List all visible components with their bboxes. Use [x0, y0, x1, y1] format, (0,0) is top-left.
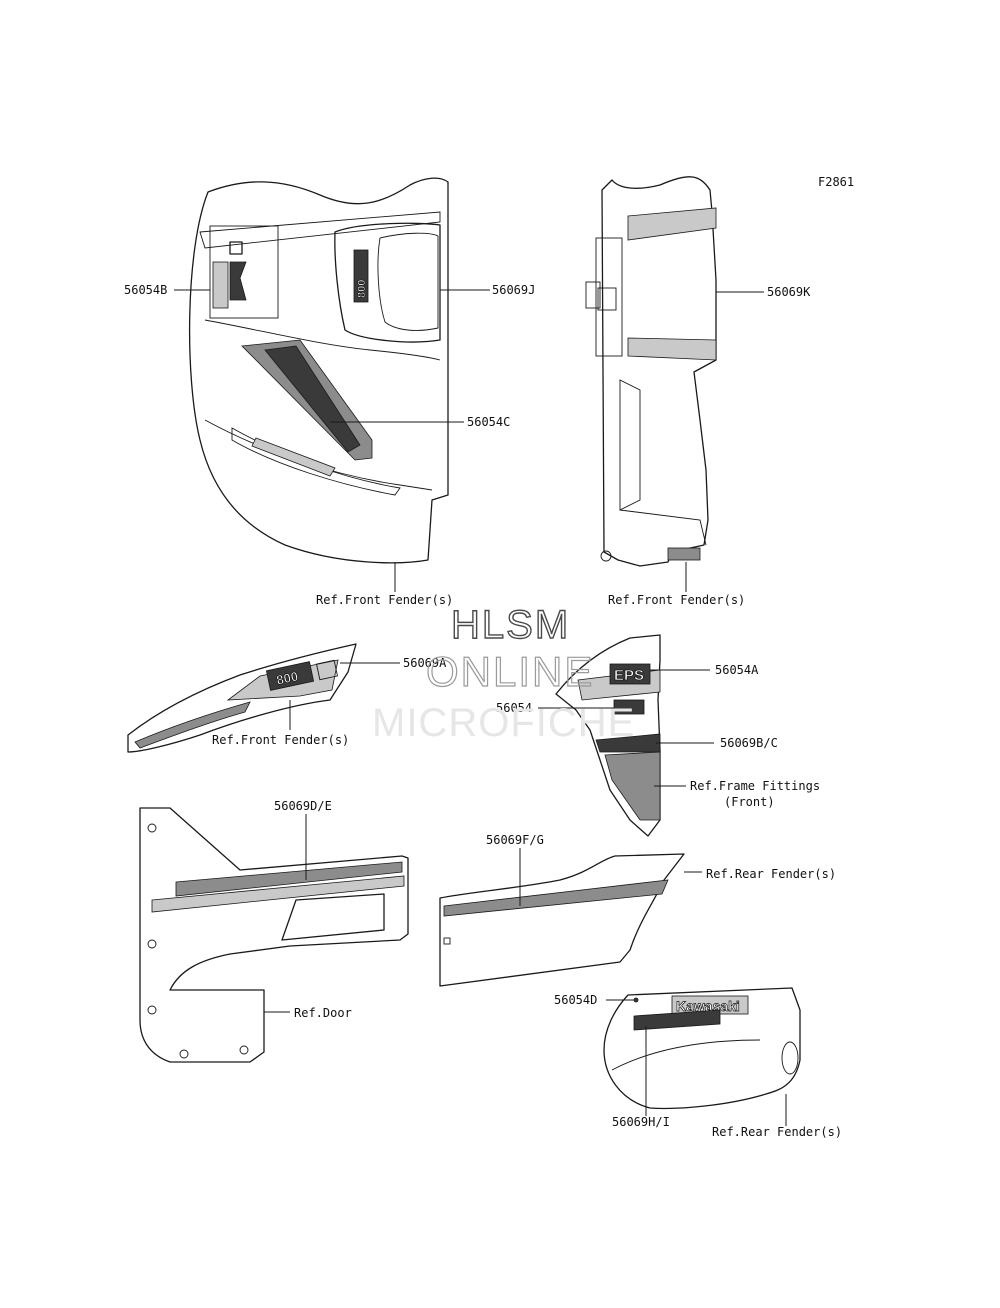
label-ref-front-fender-3: Ref.Front Fender(s) [212, 733, 349, 747]
decal-56054B-logo-strip [212, 261, 229, 309]
decal-56069FG-stripe [443, 879, 669, 917]
front-fender-side-panel [585, 176, 717, 592]
frame-fitting-panel: EPS [555, 634, 661, 837]
fender-lower-crease [204, 419, 433, 491]
leader-56054D-dot [633, 997, 639, 1003]
label-56069J: 56069J [492, 283, 535, 297]
label-ref-rear-fender-1: Ref.Rear Fender(s) [706, 867, 836, 881]
side-fender-lower-edge [619, 509, 707, 546]
rear-fender-panel: Kawasaki [603, 987, 801, 1110]
decal-56069A-number: 800 [275, 669, 299, 688]
fender-vent-inner [251, 437, 336, 477]
decal-56069J-frame [334, 222, 441, 343]
door-bolt-4 [179, 1049, 189, 1059]
front-fender-outline [188, 177, 449, 564]
side-fender-connector [597, 287, 617, 311]
label-56054B: 56054B [124, 283, 167, 297]
label-56069HI: 56069H/I [612, 1115, 670, 1129]
hood-strip-band [134, 701, 251, 749]
decal-56054A-badge [609, 663, 651, 685]
side-fender-rib [619, 379, 641, 511]
decal-56069A-number-block [265, 661, 315, 691]
door-bolt-3 [147, 1005, 157, 1015]
decal-56054B-k-mark [229, 261, 247, 301]
frame-fitting-outline [555, 634, 661, 837]
label-56054D: 56054D [554, 993, 597, 1007]
part-labels: 56054B 56069J 56069K 56054C Ref.Front Fe… [124, 283, 842, 1139]
decal-56069A-tag [315, 659, 339, 681]
front-fender-left-panel: 800 [188, 177, 449, 592]
decal-56069K-top-band [627, 207, 717, 241]
label-56054: 56054 [496, 701, 532, 715]
door-bolt-1 [147, 823, 157, 833]
side-fender-foot [667, 547, 701, 561]
door-panel [139, 807, 409, 1063]
label-ref-frame-fittings: Ref.Frame Fittings [690, 779, 820, 793]
decal-56054D-logo: Kawasaki [676, 998, 740, 1014]
decal-56069J-number-block [353, 249, 369, 303]
hood-strip-panel: 800 [127, 643, 357, 753]
watermark-line-3: MICROFICHE [372, 701, 635, 745]
leader-lines [174, 289, 787, 1126]
decal-56054B-square [229, 241, 243, 255]
label-56069K: 56069K [767, 285, 811, 299]
side-fender-bolt [600, 550, 612, 562]
label-56054A: 56054A [715, 663, 759, 677]
decal-56069K-bottom-band [627, 337, 717, 361]
door-lower-band [151, 875, 405, 913]
frame-fitting-lower [604, 751, 661, 821]
door-bolt-5 [239, 1045, 249, 1055]
watermark-line-2: ONLINE [426, 648, 594, 695]
label-ref-front-fender-2: Ref.Front Fender(s) [608, 593, 745, 607]
door-window-recess [281, 893, 385, 941]
rear-fender-reflector [781, 1041, 799, 1075]
fender-top-band [199, 211, 441, 249]
rear-fender-outline [603, 987, 801, 1110]
side-fender-clip [585, 281, 601, 309]
side-fender-bracket [595, 237, 623, 357]
label-56069BC: 56069B/C [720, 736, 778, 750]
fender-crease-line [204, 319, 441, 361]
label-ref-door: Ref.Door [294, 1006, 352, 1020]
decal-56069J-number: 800 [356, 280, 368, 298]
label-56069DE: 56069D/E [274, 799, 332, 813]
label-56069A: 56069A [403, 656, 447, 670]
rear-fender-strip-outline [439, 853, 685, 987]
label-56054C: 56054C [467, 415, 510, 429]
decal-56054-badge [613, 699, 645, 715]
rear-fender-strip-hole [443, 937, 451, 945]
watermark: HLSM ONLINE MICROFICHE [372, 602, 635, 745]
door-outline [139, 807, 409, 1063]
rear-fender-crease [611, 1039, 761, 1071]
label-ref-frame-fittings-front: (Front) [724, 795, 775, 809]
label-ref-rear-fender-2: Ref.Rear Fender(s) [712, 1125, 842, 1139]
label-56069FG: 56069F/G [486, 833, 544, 847]
door-bolt-2 [147, 939, 157, 949]
label-ref-front-fender-1: Ref.Front Fender(s) [316, 593, 453, 607]
hood-strip-outline [127, 643, 357, 753]
decal-56069DE-stripe [175, 861, 403, 897]
watermark-line-1: HLSM [451, 603, 570, 647]
decal-56069J-window [377, 232, 439, 331]
figure-code: F2861 [818, 175, 854, 189]
decal-56069HI-panel [633, 1009, 721, 1031]
rear-fender-strip-panel [439, 853, 685, 987]
decal-56054B-area [209, 225, 279, 319]
decal-56054A-text: EPS [614, 667, 644, 684]
decal-56054C-inner [264, 345, 361, 453]
